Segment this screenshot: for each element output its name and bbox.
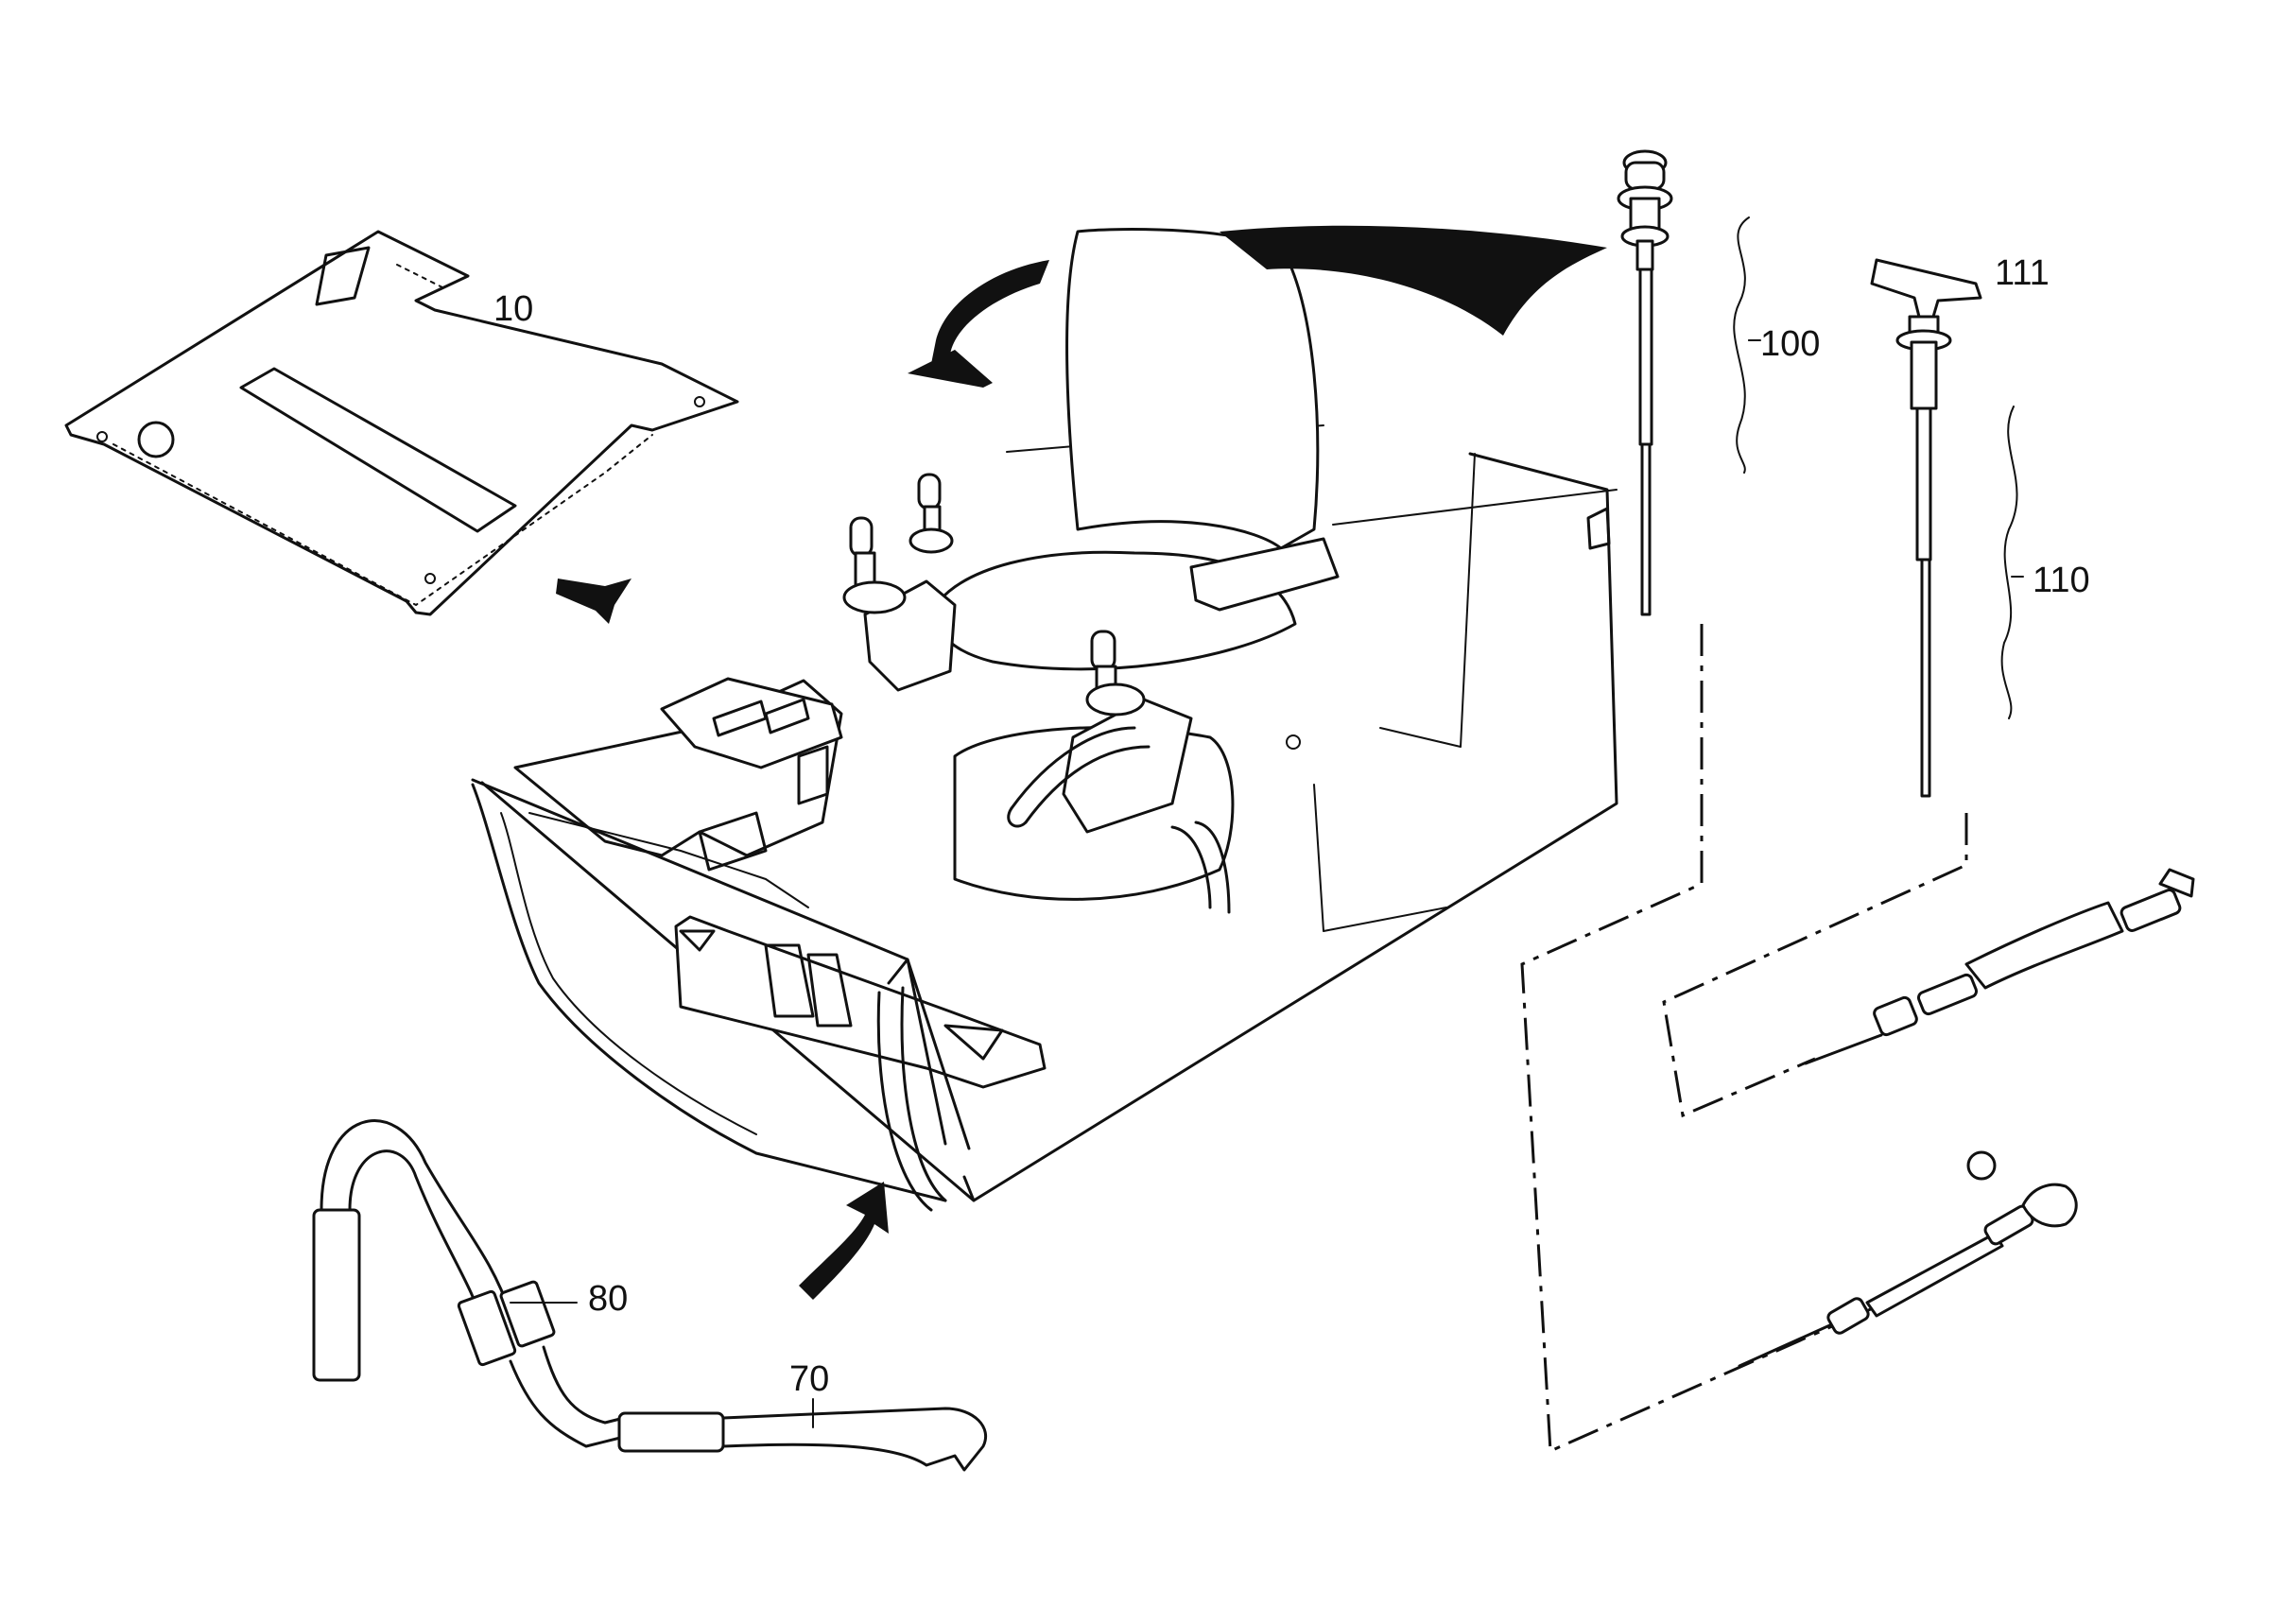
callout-110: 110: [2033, 561, 2090, 600]
callout-111: 111: [1995, 253, 2050, 293]
rotate-arrow-icon: [908, 260, 1049, 388]
hose-assembly: [312, 1119, 987, 1472]
joystick-left: [842, 516, 957, 692]
bellows-cable: [1804, 868, 2195, 1065]
routing-lines: [1520, 624, 1968, 1454]
callout-leaders: [1748, 339, 2024, 578]
part-110-cable: [1870, 258, 2018, 798]
floor-plate: [64, 230, 739, 616]
arrow-handrail-icon: [799, 1182, 889, 1300]
callout-100: 100: [1760, 324, 1821, 364]
joystick-middle: [908, 473, 954, 554]
leader-sweep-icon: [1220, 225, 1607, 336]
callout-70: 70: [789, 1359, 830, 1399]
joystick-right: [1007, 630, 1193, 834]
lower-cable: [1738, 1150, 2078, 1368]
arrow-floor-plate-icon: [556, 579, 632, 624]
callout-80: 80: [588, 1279, 629, 1319]
pedal-box: [674, 915, 1047, 1089]
control-console: [513, 677, 843, 908]
front-handrail: [471, 778, 971, 1212]
callout-10: 10: [493, 289, 534, 329]
part-100-cable: [1617, 149, 1750, 616]
